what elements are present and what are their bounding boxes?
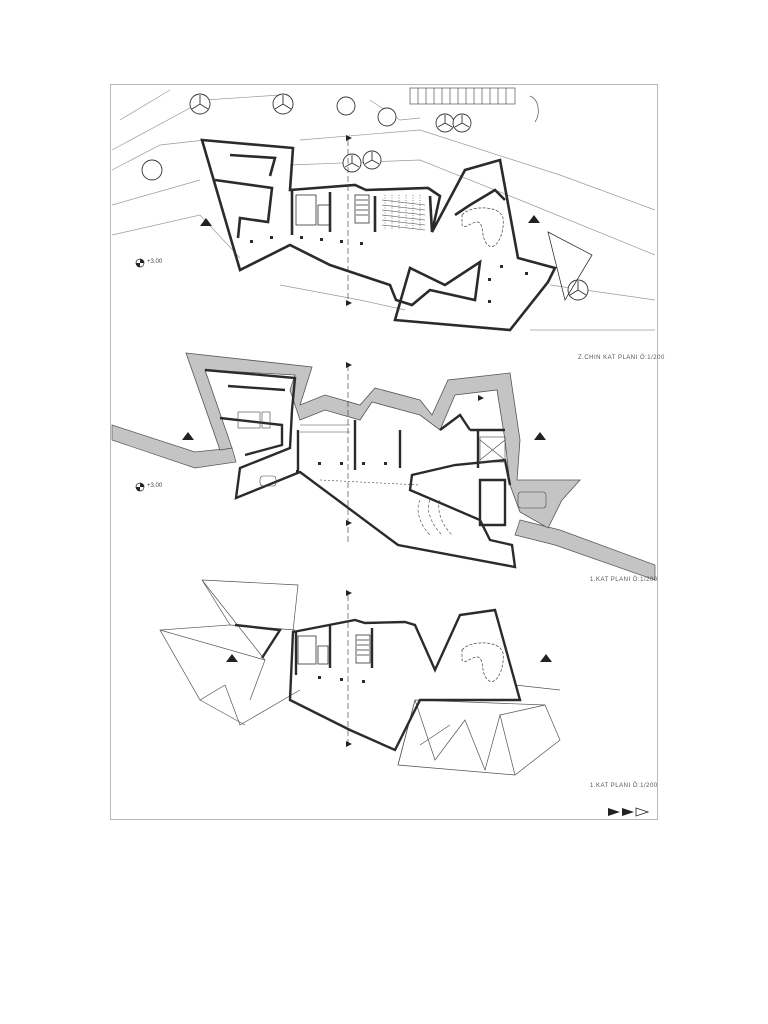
north-arrow-icon [608, 807, 650, 817]
trees [141, 93, 589, 301]
section-markers-middle [346, 362, 484, 526]
furniture-loop-lower [461, 642, 504, 682]
building-walls-middle [204, 368, 517, 569]
terrain-contours [111, 89, 656, 331]
floor-plan-lower [159, 579, 561, 776]
section-markers-upper [346, 135, 352, 306]
service-core-lower [297, 634, 371, 665]
columns-upper [250, 236, 528, 303]
site-plan-upper [111, 87, 656, 332]
entry-arrows-middle [182, 432, 546, 440]
level-marker-upper [135, 258, 145, 268]
section-markers-lower [346, 590, 352, 747]
parking-area [409, 87, 539, 123]
terrain-band-left [111, 424, 237, 469]
level-label-middle: +3.00 [147, 483, 163, 489]
perimeter-band [185, 352, 581, 529]
plan-caption-upper: Z.CHIN KAT PLANI Ö:1/200 [578, 355, 665, 361]
roof-geometry-lower [159, 579, 561, 776]
building-walls-upper [200, 138, 557, 332]
plan-caption-lower: 1.KAT PLANI Ö:1/200 [590, 783, 658, 789]
building-walls-lower [234, 608, 522, 752]
plan-caption-middle: 1.KAT PLANI Ö:1/200 [590, 577, 658, 583]
interior-details-middle [237, 411, 547, 536]
terrain-band-right [514, 519, 656, 581]
auditorium-seating [381, 195, 426, 231]
columns-lower [318, 676, 365, 683]
entry-arrows-lower [226, 654, 552, 662]
floor-plan-middle [111, 352, 656, 581]
entry-arrows-upper [200, 215, 540, 226]
service-core-upper [295, 194, 370, 226]
columns-middle [296, 462, 387, 473]
outdoor-wedge [547, 231, 593, 302]
level-label-upper: +3.00 [147, 259, 163, 265]
level-marker-middle [135, 482, 145, 492]
furniture-loop [461, 207, 504, 247]
